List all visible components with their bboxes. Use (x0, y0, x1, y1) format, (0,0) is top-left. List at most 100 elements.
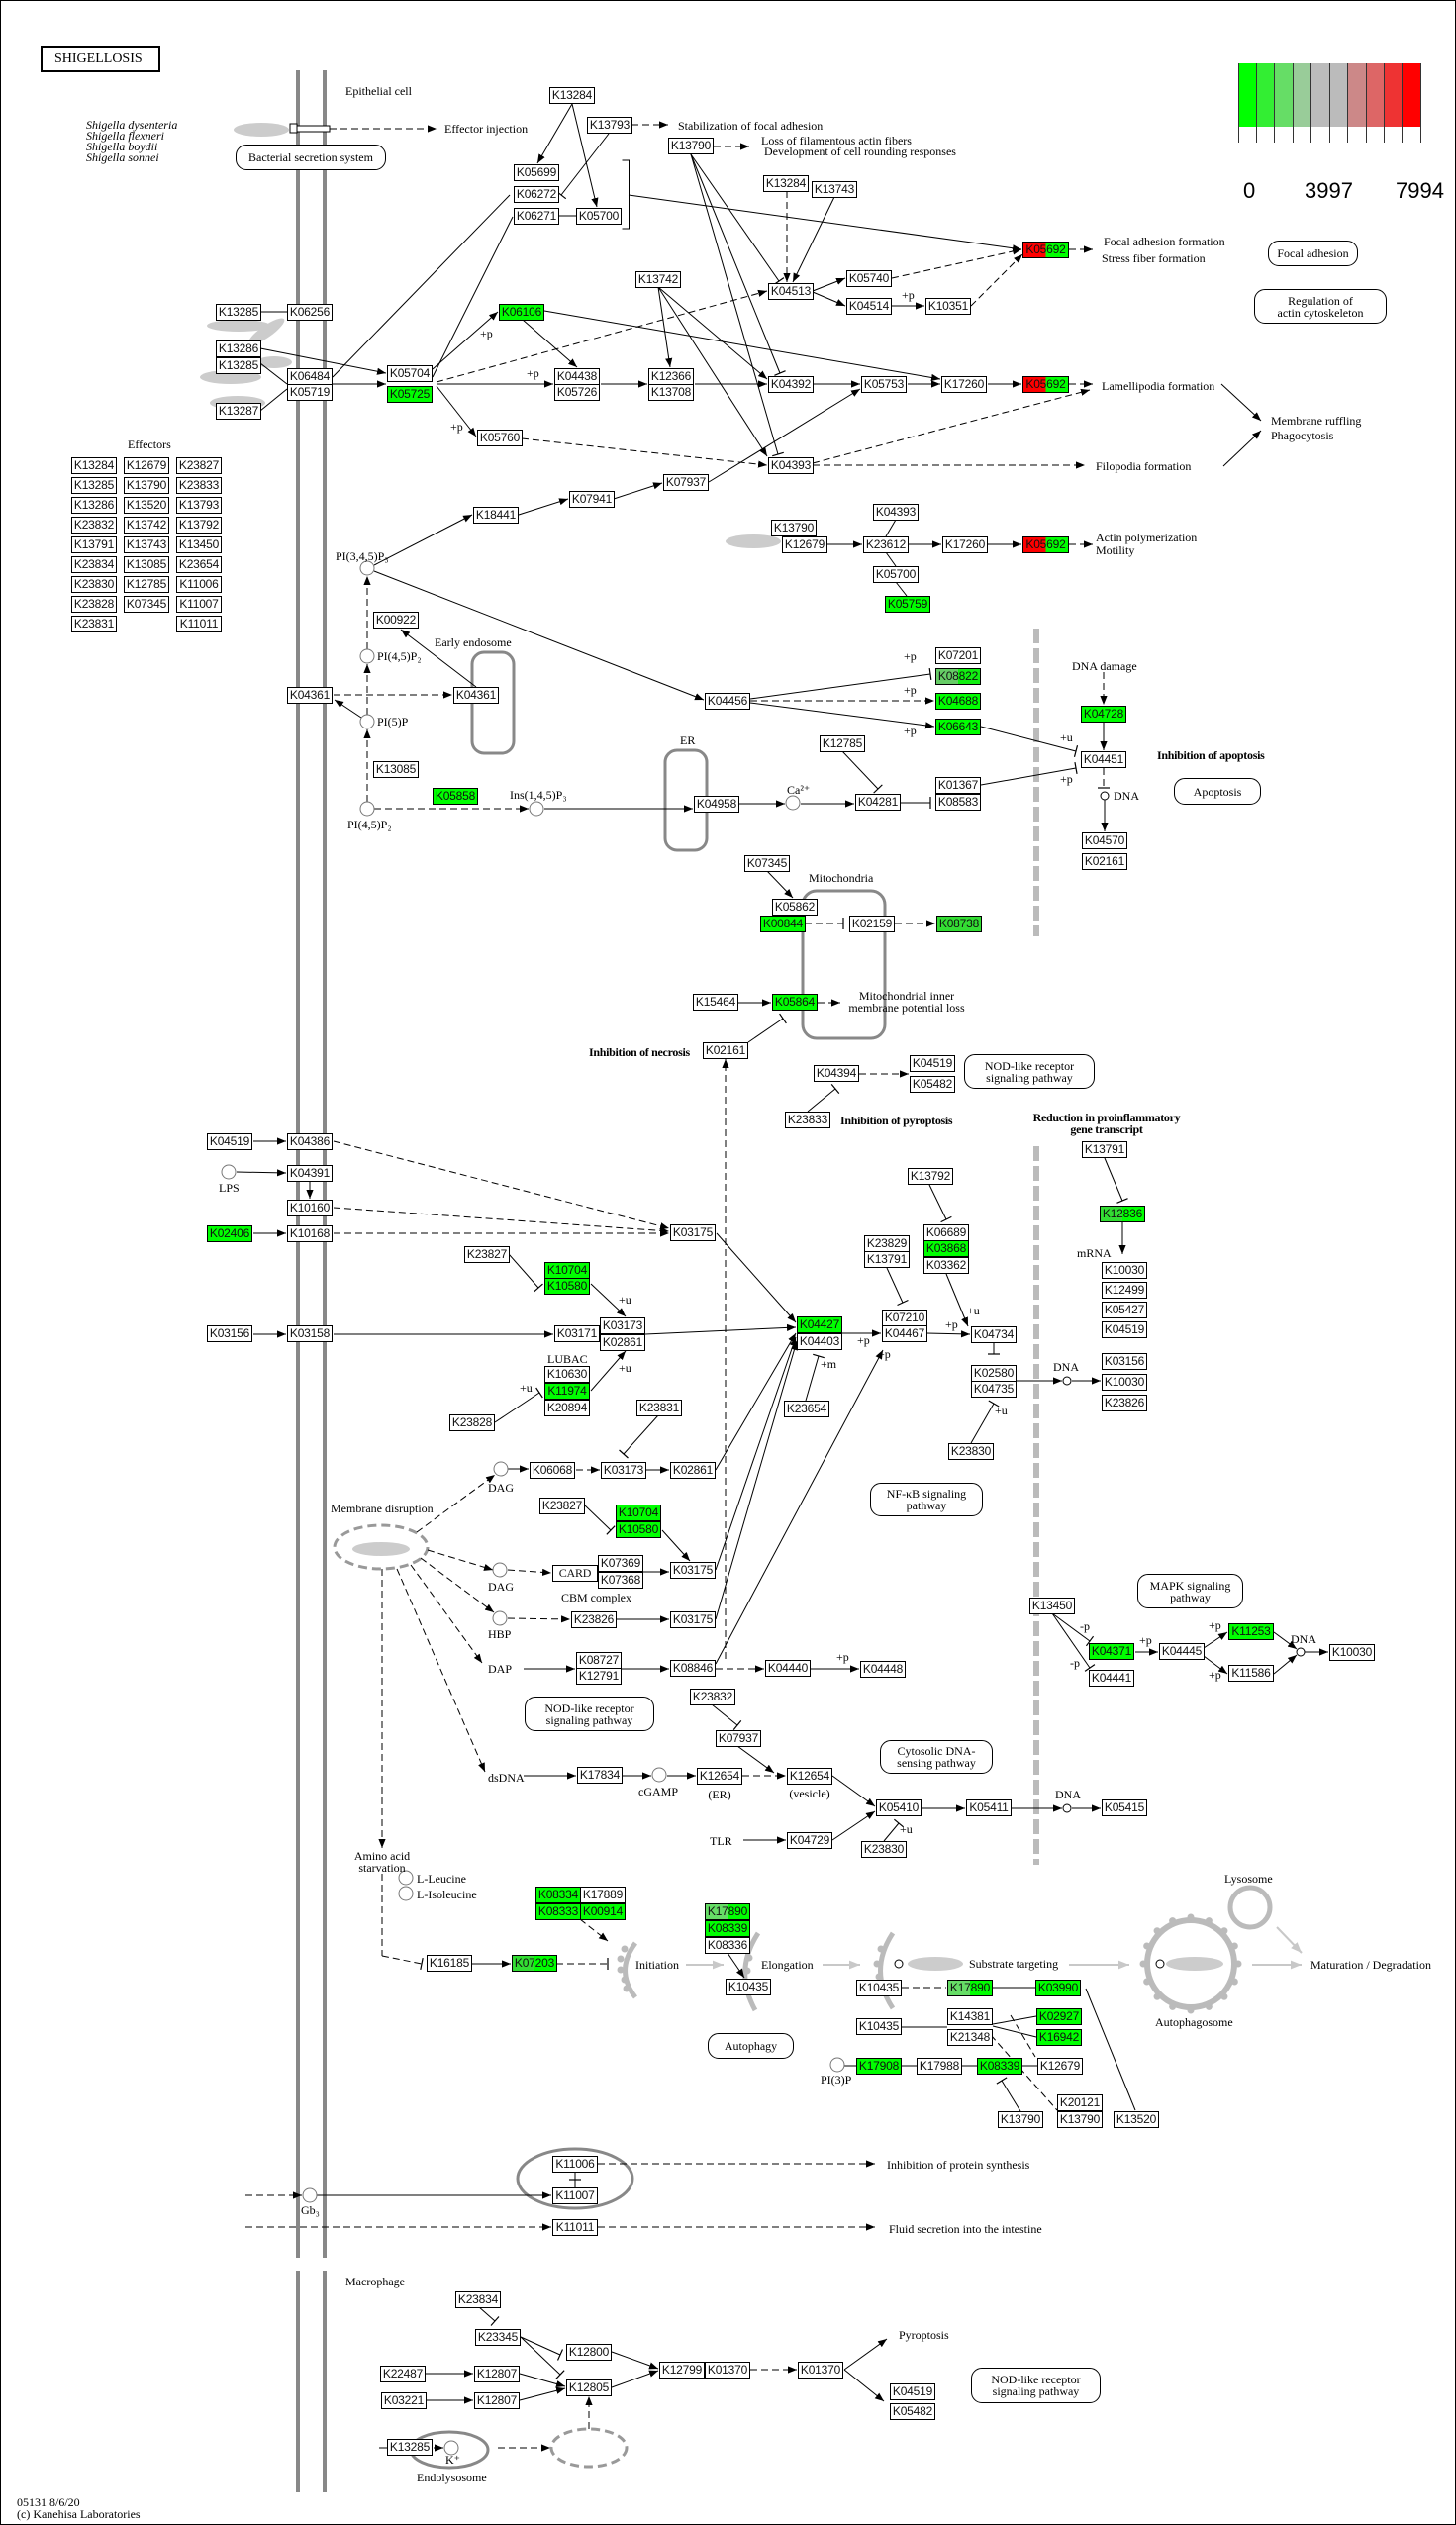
pathway-link[interactable]: NOD-like receptor signaling pathway (525, 1697, 654, 1731)
gene-node[interactable]: K04958 (694, 796, 739, 813)
gene-node[interactable]: K06271 (514, 208, 559, 225)
gene-node[interactable]: K08727 (576, 1652, 622, 1669)
gene-node[interactable]: K04728 (1081, 706, 1126, 723)
gene-node[interactable]: K17834 (577, 1767, 623, 1784)
gene-node[interactable]: K08822 (935, 668, 981, 685)
gene-node[interactable]: K05482 (910, 1076, 955, 1093)
effector-node[interactable]: K13285 (71, 477, 117, 494)
compound-node[interactable] (398, 1886, 414, 1901)
gene-node[interactable]: K03175 (670, 1562, 716, 1579)
effector-node[interactable]: K23834 (71, 556, 117, 573)
gene-node[interactable]: K02861 (670, 1462, 716, 1479)
gene-node[interactable]: K17260 (942, 536, 988, 553)
gene-node[interactable]: K23831 (636, 1400, 682, 1416)
gene-node[interactable]: K04448 (860, 1661, 906, 1678)
gene-node[interactable]: K03156 (207, 1325, 252, 1342)
gene-node[interactable]: K13791 (1082, 1141, 1127, 1158)
gene-node[interactable]: K05719 (287, 384, 333, 401)
gene-node[interactable]: K07201 (935, 647, 981, 664)
pathway-link[interactable]: Apoptosis (1174, 778, 1261, 805)
gene-node[interactable]: K02159 (849, 916, 895, 932)
gene-node[interactable]: K05699 (514, 164, 559, 181)
effector-node[interactable]: K23827 (176, 457, 222, 474)
gene-node[interactable]: K23345 (475, 2329, 521, 2346)
gene-node[interactable]: K23833 (785, 1112, 830, 1128)
gene-node[interactable]: K17890 (705, 1903, 750, 1920)
gene-node[interactable]: K02580 (971, 1365, 1017, 1382)
gene-node[interactable]: K11011 (552, 2219, 598, 2236)
gene-node[interactable]: K05700 (873, 566, 919, 583)
gene-node[interactable]: K01370 (798, 2362, 843, 2379)
gene-node[interactable]: K10351 (925, 298, 971, 315)
gene-node[interactable]: K08339 (705, 1920, 750, 1937)
gene-node[interactable]: K13285 (387, 2439, 433, 2456)
compound-node[interactable] (829, 2057, 845, 2073)
gene-node[interactable]: K04734 (971, 1326, 1017, 1343)
gene-node[interactable]: K10435 (726, 1979, 771, 1995)
gene-node[interactable]: K05725 (387, 386, 433, 403)
pathway-link[interactable]: NOD-like receptor signaling pathway (971, 2368, 1101, 2403)
gene-node[interactable]: K01367 (935, 777, 981, 794)
effector-node[interactable]: K13085 (124, 556, 169, 573)
compound-node[interactable] (443, 2440, 459, 2456)
gene-node[interactable]: K07210 (882, 1310, 927, 1326)
gene-node[interactable]: K08583 (935, 794, 981, 811)
gene-node[interactable]: K03362 (923, 1257, 969, 1274)
gene-node[interactable]: K05760 (477, 430, 523, 446)
gene-node[interactable]: K04729 (787, 1832, 832, 1849)
gene-node[interactable]: K07369 (598, 1555, 643, 1572)
pathway-link[interactable]: Focal adhesion (1268, 241, 1358, 266)
gene-node[interactable]: K02861 (600, 1334, 645, 1351)
gene-node[interactable]: K12805 (566, 2379, 612, 2396)
gene-node[interactable]: K10030 (1102, 1374, 1147, 1391)
gene-node[interactable]: K20121 (1057, 2094, 1103, 2111)
gene-node[interactable]: K04386 (287, 1133, 333, 1150)
gene-node[interactable]: K00922 (373, 612, 419, 629)
gene-node[interactable]: K17889 (580, 1887, 626, 1903)
gene-node[interactable]: K04514 (846, 298, 892, 315)
gene-node[interactable]: K06484 (287, 368, 333, 385)
gene-node[interactable]: K04392 (768, 376, 814, 393)
gene-node[interactable]: K23834 (455, 2291, 501, 2308)
gene-node[interactable]: K06256 (287, 304, 333, 321)
gene-node[interactable]: K10160 (287, 1200, 333, 1216)
gene-node[interactable]: K02161 (1082, 853, 1127, 870)
gene-node[interactable]: K11006 (552, 2156, 598, 2173)
gene-node[interactable]: K23654 (784, 1401, 829, 1417)
gene-node[interactable]: K05482 (890, 2403, 935, 2420)
effector-node[interactable]: K12785 (124, 576, 169, 593)
gene-node[interactable]: K06272 (514, 186, 559, 203)
gene-node[interactable]: K12836 (1100, 1206, 1145, 1222)
gene-node[interactable]: K08738 (936, 916, 982, 932)
gene-node[interactable]: K07368 (598, 1572, 643, 1589)
compound-node[interactable] (1062, 1803, 1072, 1813)
gene-node[interactable]: K23827 (464, 1246, 510, 1263)
gene-node[interactable]: K08846 (670, 1660, 716, 1677)
gene-node[interactable]: K03158 (287, 1325, 333, 1342)
gene-node[interactable]: K05692 (1022, 536, 1069, 553)
effector-node[interactable]: K23654 (176, 556, 222, 573)
effector-node[interactable]: K23833 (176, 477, 222, 494)
compound-node[interactable] (529, 801, 544, 817)
gene-node[interactable]: K07937 (663, 474, 709, 491)
gene-node[interactable]: K13085 (373, 761, 419, 778)
compound-node[interactable] (785, 795, 801, 811)
pathway-link[interactable]: Autophagy (708, 2033, 794, 2059)
gene-node[interactable]: K16185 (427, 1955, 472, 1972)
gene-node[interactable]: K12654 (787, 1768, 832, 1785)
gene-node[interactable]: K06643 (935, 719, 981, 735)
gene-node[interactable]: K04403 (797, 1333, 842, 1350)
gene-node[interactable]: K21348 (947, 2029, 993, 2046)
gene-node[interactable]: K04735 (971, 1381, 1017, 1398)
gene-node[interactable]: K13286 (216, 340, 261, 357)
gene-node[interactable]: K23830 (948, 1443, 994, 1460)
gene-node[interactable]: K03221 (381, 2392, 427, 2409)
gene-node[interactable]: K04519 (910, 1055, 955, 1072)
gene-node[interactable]: K23612 (863, 536, 909, 553)
gene-node[interactable]: K08336 (705, 1937, 750, 1954)
gene-node[interactable]: K10435 (856, 2018, 902, 2035)
gene-node[interactable]: K05427 (1102, 1302, 1147, 1318)
gene-node[interactable]: K05759 (885, 596, 930, 613)
gene-node[interactable]: K04519 (890, 2383, 935, 2400)
gene-node[interactable]: K08333 (535, 1903, 581, 1920)
